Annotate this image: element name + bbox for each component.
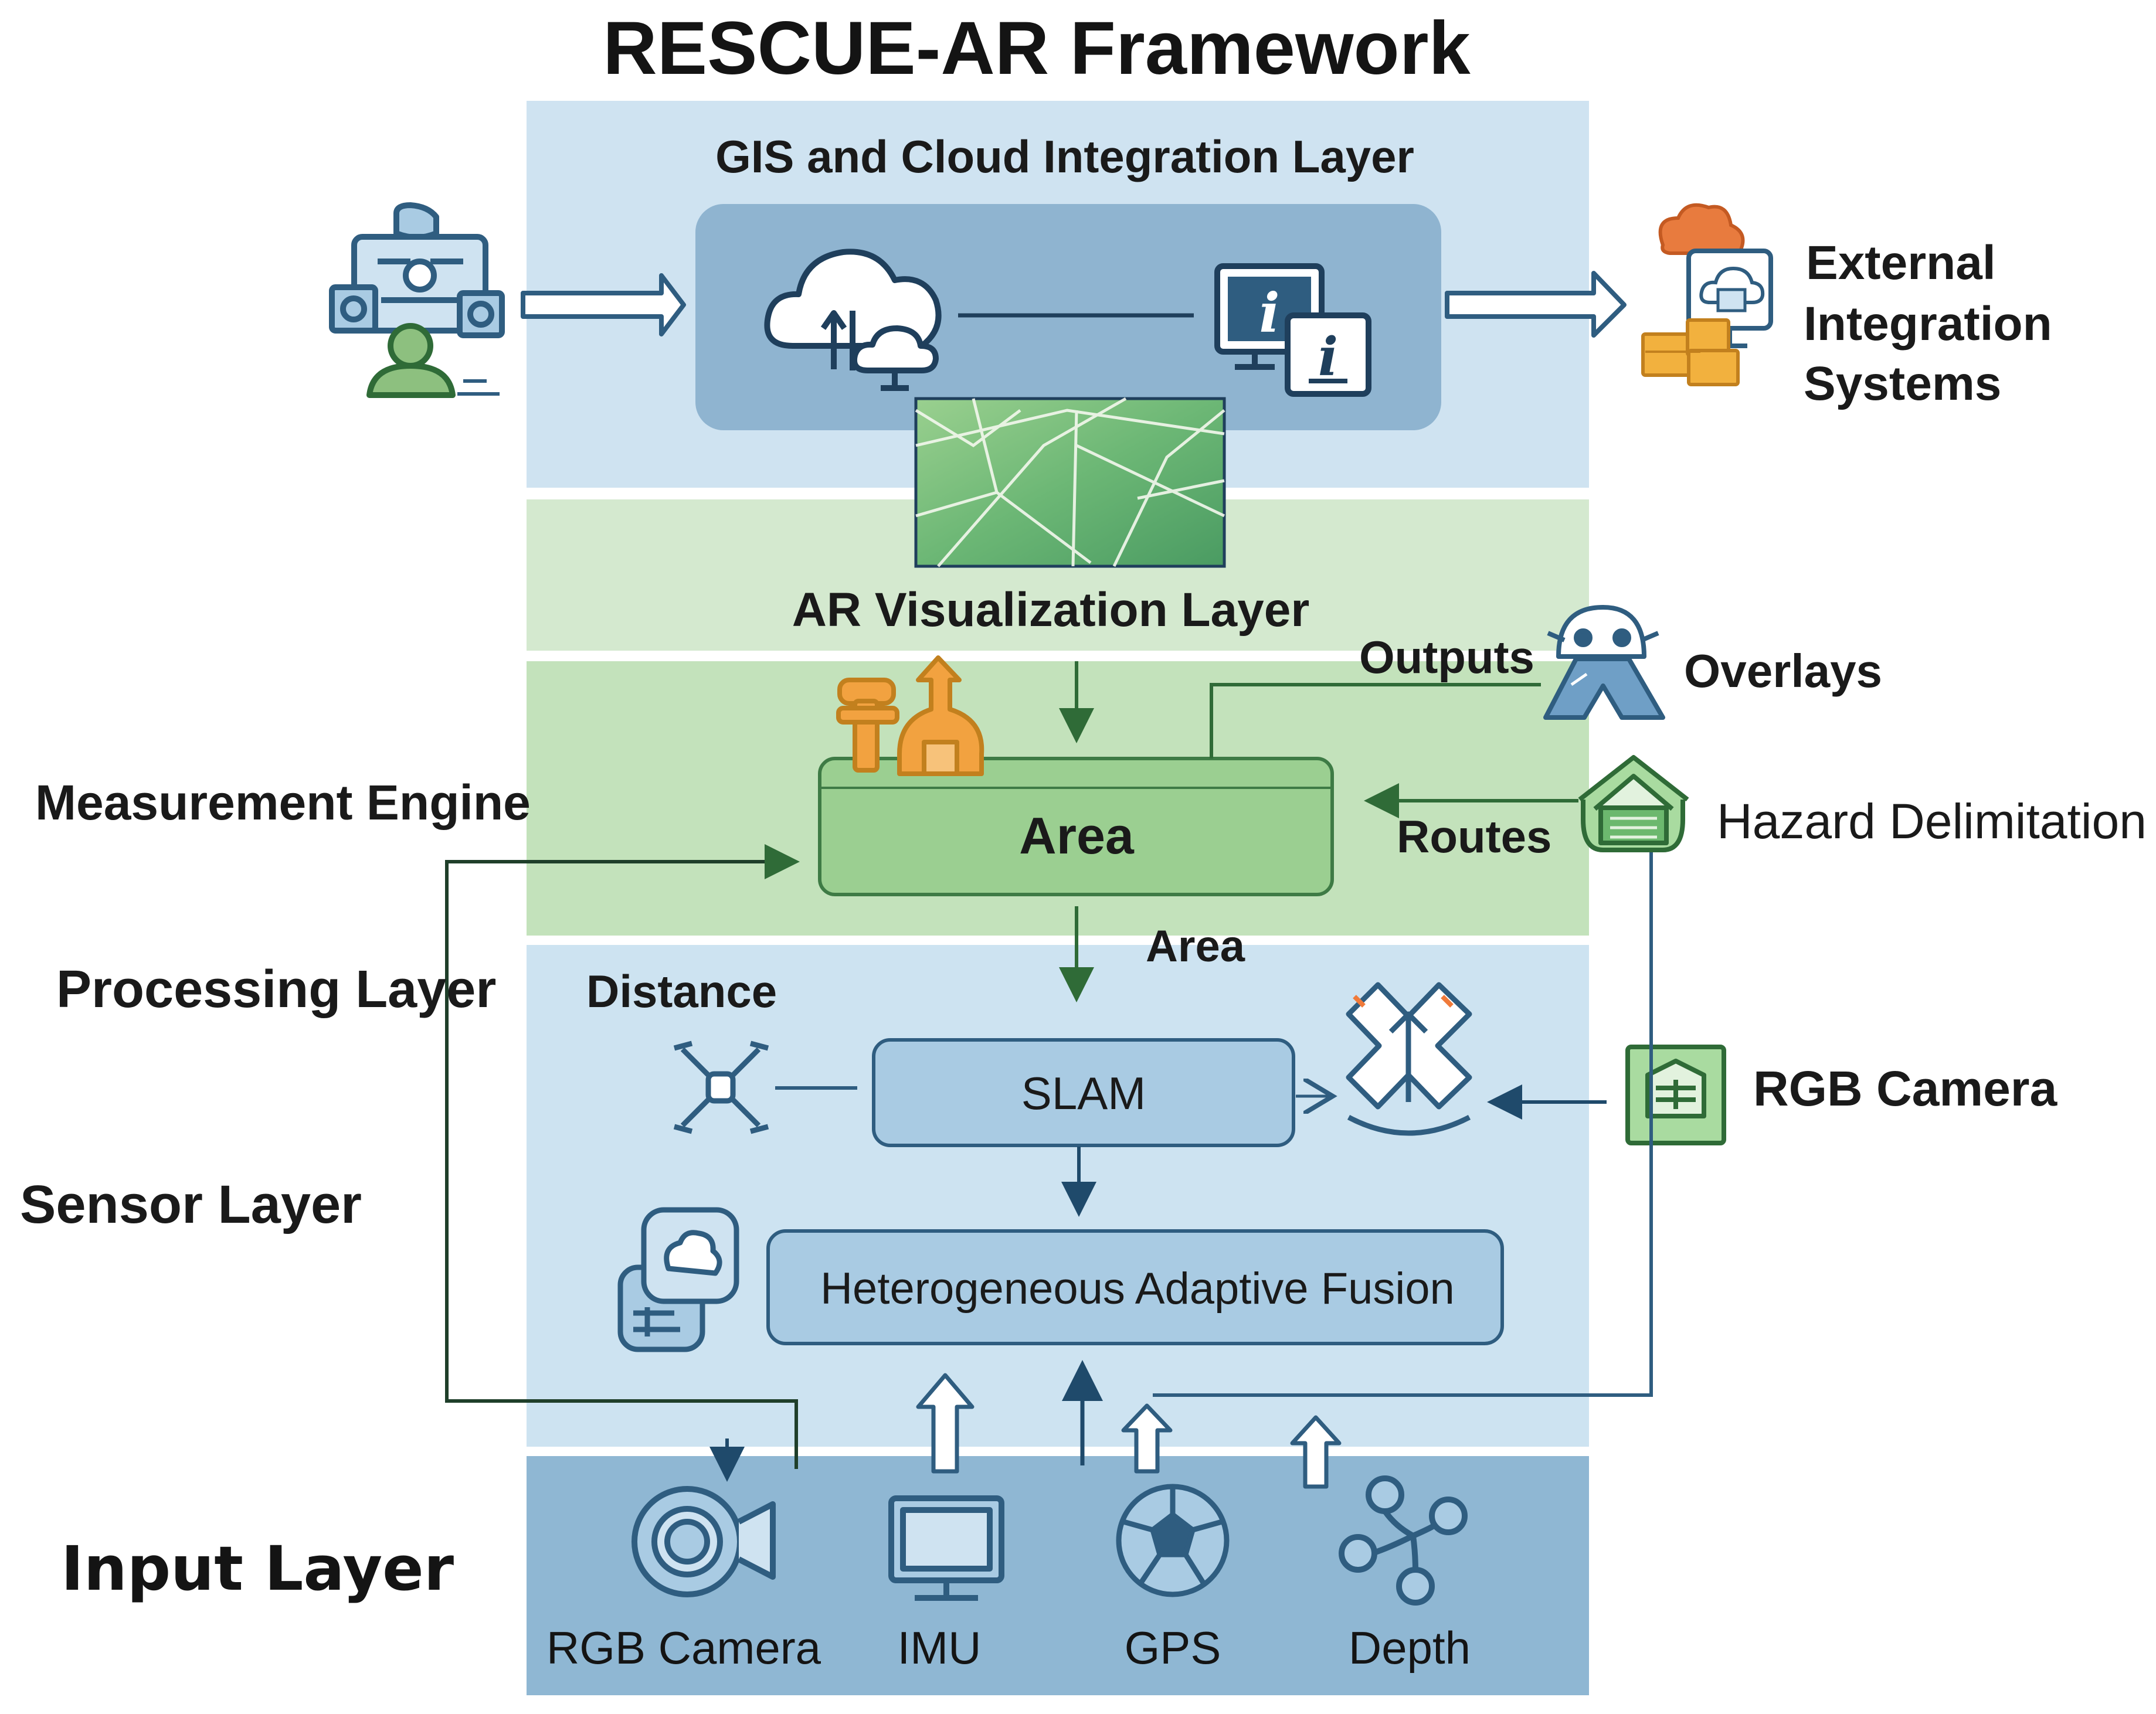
drone-icon — [673, 1040, 769, 1134]
cloud-upload-icon — [764, 249, 942, 391]
overlays-label: Overlays — [1684, 645, 1882, 697]
info-glyph: i — [1259, 281, 1280, 345]
measurement-tools-icon — [836, 655, 984, 776]
gps-hollow-arrow — [1121, 1403, 1173, 1474]
depth-sensor-icon — [1339, 1475, 1468, 1606]
hazard-to-gps-loop — [1153, 852, 1653, 1397]
area-box — [818, 757, 1334, 896]
console-base-lines-icon — [457, 379, 500, 396]
sensor-layer-label: Sensor Layer — [20, 1175, 362, 1235]
hazard-zone-icon — [1578, 755, 1689, 852]
hazard-delimitation-label: Hazard Delimitation — [1717, 794, 2147, 849]
slam-box — [872, 1038, 1295, 1147]
routes-label: Routes — [1397, 811, 1551, 862]
external-line2: Integration — [1804, 297, 2052, 351]
fusion-label: Heterogeneous Adaptive Fusion — [820, 1264, 1455, 1314]
overlays-figure-icon — [1543, 605, 1665, 720]
gps-globe-icon — [1116, 1484, 1230, 1597]
external-line1: External — [1806, 236, 1996, 290]
input-rgb-camera-label: RGB Camera — [546, 1622, 821, 1674]
operator-console-icon — [329, 202, 505, 348]
cloud-to-external-arrow — [1445, 271, 1627, 338]
input-depth-label: Depth — [1349, 1622, 1471, 1674]
area-box-label: Area — [1019, 807, 1135, 865]
fusion-box — [766, 1229, 1504, 1345]
diagram-title: RESCUE-AR Framework — [603, 6, 1471, 90]
rgb-camera-side-label: RGB Camera — [1753, 1061, 2057, 1116]
rgb-camera-icon — [631, 1486, 776, 1597]
external-systems-icon — [1641, 203, 1773, 386]
side-rgb-camera-icon — [1625, 1045, 1726, 1145]
slam-label: SLAM — [1021, 1067, 1146, 1119]
external-line3: Systems — [1804, 357, 2001, 410]
operator-person-icon — [366, 323, 456, 398]
input-to-cloud-arrow — [521, 273, 686, 336]
processing-layer-label: Processing Layer — [56, 960, 496, 1019]
depth-hollow-arrow — [1290, 1415, 1342, 1489]
map-tile-image — [914, 397, 1226, 568]
sensor-chip-icon — [617, 1207, 739, 1352]
measurement-engine-label: Measurement Engine — [35, 775, 531, 830]
gis-layer-label: GIS and Cloud Integration Layer — [715, 131, 1414, 182]
distance-label: Distance — [586, 965, 777, 1017]
info-monitors-icon: i i — [1214, 263, 1371, 397]
input-imu-label: IMU — [898, 1622, 982, 1674]
input-gps-label: GPS — [1125, 1622, 1221, 1674]
imu-hollow-arrow — [916, 1373, 975, 1474]
imu-monitor-icon — [888, 1495, 1004, 1601]
input-to-measurement-loop — [445, 844, 800, 1469]
area-arrow-label: Area — [1146, 921, 1245, 971]
area-to-overlays-line — [1210, 683, 1541, 759]
info-glyph-small: i — [1318, 326, 1338, 388]
ar-layer-label: AR Visualization Layer — [792, 583, 1310, 637]
mapping-node-icon — [1346, 982, 1472, 1136]
input-layer-label: Input Layer — [61, 1533, 454, 1604]
outputs-label: Outputs — [1359, 631, 1534, 683]
